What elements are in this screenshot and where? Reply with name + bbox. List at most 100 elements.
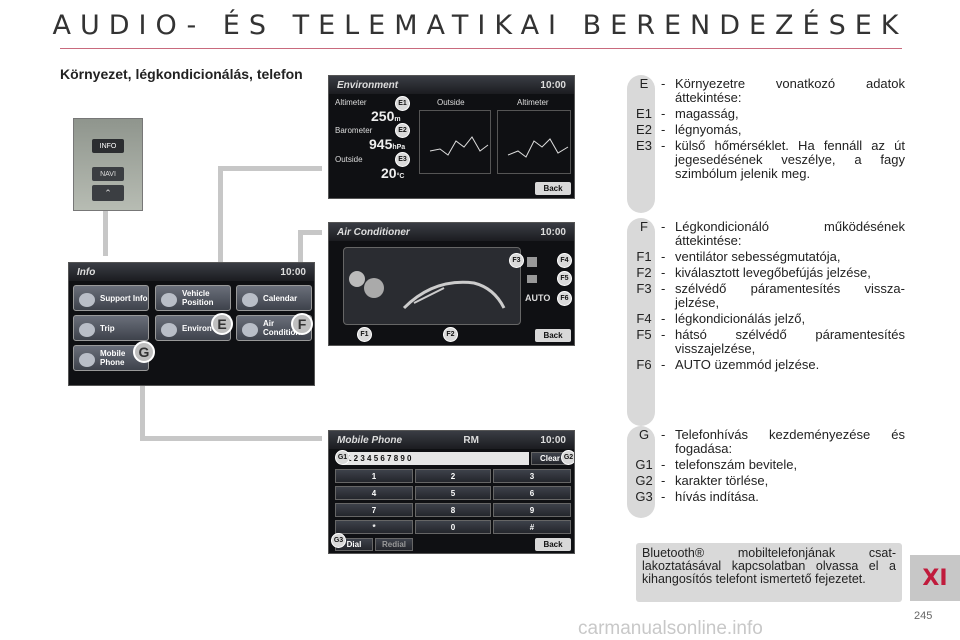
key-star[interactable]: * xyxy=(335,520,413,534)
callout-f: F xyxy=(291,313,313,335)
fan-icon xyxy=(349,271,365,287)
graph-line xyxy=(507,138,569,158)
legend-item: F2-kiválasztott levegőbefújás jelzése, xyxy=(636,265,871,280)
legend-item: F-Légkondicionáló működésének áttekintés… xyxy=(640,219,905,248)
altimeter-label: Altimeter xyxy=(335,98,367,107)
callout-f2: F2 xyxy=(443,327,458,342)
ac-display xyxy=(343,247,521,325)
number-display[interactable]: 1 2 3 4 5 6 7 8 9 0 xyxy=(343,452,529,465)
clock: 10:00 xyxy=(540,226,566,238)
callout-g3: G3 xyxy=(331,533,346,548)
legend-item: E2-légnyomás, xyxy=(636,122,742,137)
callout-g: G xyxy=(133,341,155,363)
calendar-icon xyxy=(242,293,258,307)
info-button[interactable]: INFO xyxy=(92,139,124,153)
connector-line xyxy=(140,362,145,440)
auto-indicator: AUTO xyxy=(525,293,551,303)
key-7[interactable]: 7 xyxy=(335,503,413,517)
outside-label: Outside xyxy=(335,155,363,164)
tile-support-info[interactable]: Support Info xyxy=(73,285,149,311)
clock: 10:00 xyxy=(540,79,566,91)
lungs-icon xyxy=(161,323,177,337)
screen-title: Info xyxy=(77,266,96,278)
screen-titlebar: Info 10:00 xyxy=(69,263,314,281)
screen-titlebar: Air Conditioner 10:00 xyxy=(329,223,574,241)
chapter-tab: XI xyxy=(910,555,960,601)
control-panel: INFO NAVI ⌃ xyxy=(73,118,143,211)
title-rule xyxy=(60,48,902,49)
connector-line xyxy=(103,211,108,256)
legend-item: G-Telefonhívás kezdeményezése és fogadás… xyxy=(638,427,905,456)
key-2[interactable]: 2 xyxy=(415,469,491,483)
graph-line xyxy=(429,136,489,156)
legend-item: G2-karakter törlése, xyxy=(635,473,769,488)
page-title: AUDIO- ÉS TELEMATIKAI BERENDEZÉSEK xyxy=(52,10,908,41)
tile-trip[interactable]: Trip xyxy=(73,315,149,341)
connector-line xyxy=(298,230,322,235)
back-button[interactable]: Back xyxy=(535,538,571,551)
key-0[interactable]: 0 xyxy=(415,520,491,534)
callout-e2: E2 xyxy=(395,123,410,138)
key-6[interactable]: 6 xyxy=(493,486,571,500)
chevron-up-icon[interactable]: ⌃ xyxy=(92,185,124,201)
clock: 10:00 xyxy=(280,266,306,278)
legend-group-f: F-Légkondicionáló működésének áttekintés… xyxy=(627,220,905,374)
tile-vehicle-position[interactable]: Vehicle Position xyxy=(155,285,231,311)
rear-defrost-icon xyxy=(527,275,537,283)
legend-item: F4-légkondicionálás jelző, xyxy=(636,311,806,326)
tile-calendar[interactable]: Calendar xyxy=(236,285,312,311)
legend-item: G3-hívás indítása. xyxy=(635,489,759,504)
callout-f6: F6 xyxy=(557,291,572,306)
key-3[interactable]: 3 xyxy=(493,469,571,483)
phone-icon xyxy=(79,353,95,367)
info-icon xyxy=(79,293,95,307)
legend-item: G1-telefonszám bevitele, xyxy=(635,457,798,472)
watermark: carmanualsonline.info xyxy=(578,618,763,639)
legend-group-g: G-Telefonhívás kezdeményezése és fogadás… xyxy=(627,428,905,506)
legend-item: E1-magasság, xyxy=(636,106,739,121)
callout-f5: F5 xyxy=(557,271,572,286)
barometer-label: Barometer xyxy=(335,126,373,135)
redial-button[interactable]: Redial xyxy=(375,538,413,551)
section-title: Környezet, légkondicionálás, telefon xyxy=(60,66,303,82)
fan-icon xyxy=(242,323,258,337)
legend-item: F1-ventilátor sebességmutatója, xyxy=(636,249,841,264)
legend-item: F5-hátsó szélvédő páramentesítés visszaj… xyxy=(636,327,905,356)
back-button[interactable]: Back xyxy=(535,182,571,195)
legend-bar-e xyxy=(627,75,655,213)
legend-item: F3-szélvédő páramentesítés vissza-jelzés… xyxy=(636,281,905,310)
bluetooth-note: Bluetooth® mobiltelefonjának csat-lakozt… xyxy=(636,543,902,602)
seat-airflow-icon xyxy=(364,278,506,310)
key-1[interactable]: 1 xyxy=(335,469,413,483)
legend-item: E-Környezetre vonatkozó adatok áttekinté… xyxy=(639,76,905,105)
graph1-title: Outside xyxy=(437,98,465,107)
key-4[interactable]: 4 xyxy=(335,486,413,500)
callout-g1: G1 xyxy=(335,450,350,465)
back-button[interactable]: Back xyxy=(535,329,571,342)
ac-icon xyxy=(527,257,537,267)
callout-f1: F1 xyxy=(357,327,372,342)
altimeter-value: 250m xyxy=(371,108,401,124)
network-indicator: RM xyxy=(463,434,479,446)
barometer-value: 945hPa xyxy=(369,136,406,152)
graph2-title: Altimeter xyxy=(517,98,549,107)
screen-title: Air Conditioner xyxy=(337,226,410,238)
key-5[interactable]: 5 xyxy=(415,486,491,500)
connector-line xyxy=(218,166,223,312)
key-9[interactable]: 9 xyxy=(493,503,571,517)
key-hash[interactable]: # xyxy=(493,520,571,534)
legend-item: F6-AUTO üzemmód jelzése. xyxy=(636,357,820,372)
outside-temperature-graph xyxy=(419,110,491,174)
navi-button[interactable]: NAVI xyxy=(92,167,124,181)
connector-line xyxy=(218,166,322,171)
legend-bar-g xyxy=(627,426,655,518)
car-icon xyxy=(161,293,177,307)
trip-icon xyxy=(79,323,95,337)
altimeter-graph xyxy=(497,110,571,174)
callout-e1: E1 xyxy=(395,96,410,111)
key-8[interactable]: 8 xyxy=(415,503,491,517)
